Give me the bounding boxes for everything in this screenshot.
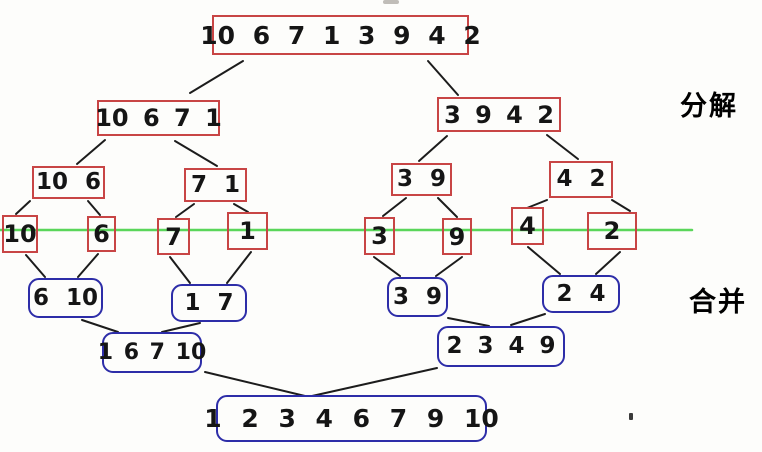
connector-line xyxy=(311,367,438,397)
connector-line xyxy=(546,134,579,160)
decompose-phase-label: 分解 xyxy=(680,91,738,122)
connector-line xyxy=(169,256,191,284)
split-box-l3-2: 6 xyxy=(87,216,116,252)
connector-line xyxy=(611,199,631,212)
connector-line xyxy=(526,199,548,209)
split-box-l3-6: 9 xyxy=(442,218,472,255)
merge-box-l1-2: 1 7 xyxy=(171,284,247,322)
connector-line xyxy=(161,322,201,333)
split-box-l1-left: 10 6 7 1 xyxy=(95,100,222,136)
connector-line xyxy=(595,251,621,275)
cropped-text-artifact xyxy=(383,0,399,4)
merge-phase-label: 合并 xyxy=(689,287,747,318)
merge-box-l1-4: 2 4 xyxy=(542,275,620,313)
connector-line xyxy=(175,203,195,218)
connector-line xyxy=(373,256,401,277)
connector-line xyxy=(447,317,490,327)
split-box-l3-7: 4 xyxy=(511,207,544,245)
connector-line xyxy=(226,251,252,284)
connector-line xyxy=(510,313,546,326)
split-box-l3-4: 1 xyxy=(227,212,268,250)
split-box-l2-3: 3 9 xyxy=(391,163,452,196)
split-box-l3-1: 10 xyxy=(2,215,38,253)
merge-box-root: 1 2 3 4 6 7 9 10 xyxy=(204,395,499,442)
split-box-l3-3: 7 xyxy=(157,218,190,255)
connector-line xyxy=(15,200,31,215)
connector-line xyxy=(382,197,407,217)
split-box-l2-2: 7 1 xyxy=(184,168,247,202)
connector-line xyxy=(435,256,463,277)
connector-line xyxy=(204,371,306,397)
split-box-root: 10 6 7 1 3 9 4 2 xyxy=(200,15,481,55)
connector-line xyxy=(87,200,101,216)
connector-line xyxy=(189,60,244,94)
merge-box-l2-2: 2 3 4 9 xyxy=(437,326,565,367)
connector-line xyxy=(25,254,46,278)
connector-line xyxy=(77,253,99,278)
split-box-l2-4: 4 2 xyxy=(549,161,613,198)
connector-line xyxy=(76,139,106,165)
connector-line xyxy=(418,135,448,162)
connector-line xyxy=(527,246,561,275)
connector-line xyxy=(81,319,119,333)
connector-line xyxy=(427,60,459,96)
stray-dot-artifact xyxy=(629,413,633,420)
merge-box-l1-3: 3 9 xyxy=(387,277,448,317)
split-box-l3-5: 3 xyxy=(364,217,395,255)
merge-box-l1-1: 6 10 xyxy=(28,278,103,318)
connector-line xyxy=(233,203,249,213)
connector-line xyxy=(174,140,218,167)
connector-line xyxy=(437,197,458,218)
split-box-l3-8: 2 xyxy=(587,212,637,250)
split-box-l1-right: 3 9 4 2 xyxy=(437,97,561,132)
merge-box-l2-1: 1 6 7 10 xyxy=(98,332,206,373)
split-box-l2-1: 10 6 xyxy=(32,166,105,199)
